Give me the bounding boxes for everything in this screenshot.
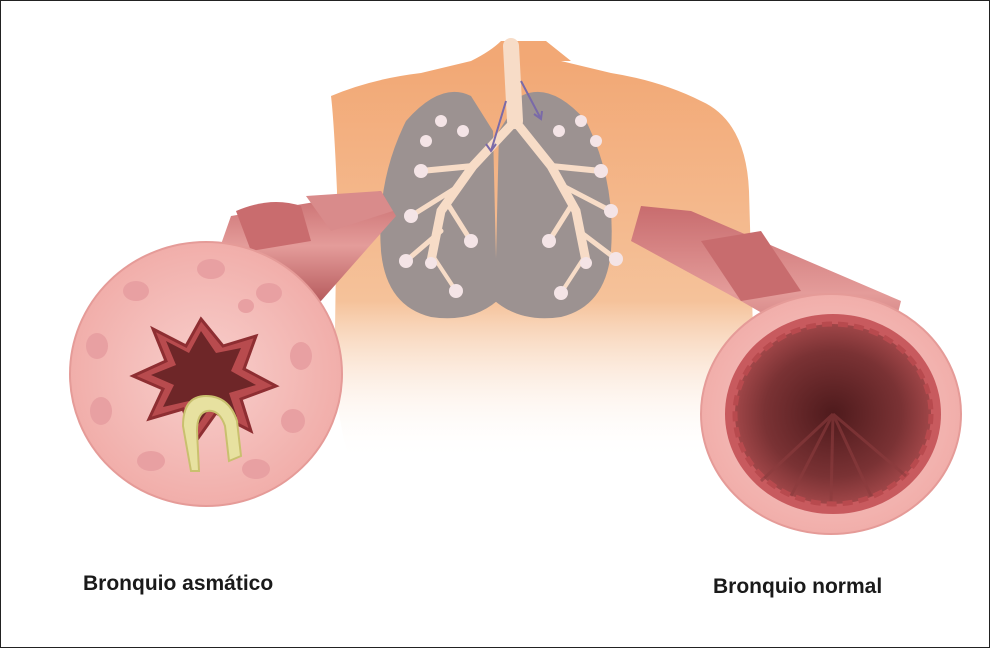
normal-bronchus-label: Bronquio normal [713, 575, 882, 599]
normal-bronchus-cross-section [701, 294, 961, 534]
asthmatic-bronchus-cross-section [70, 242, 342, 506]
asthmatic-bronchus-label: Bronquio asmático [83, 572, 273, 596]
